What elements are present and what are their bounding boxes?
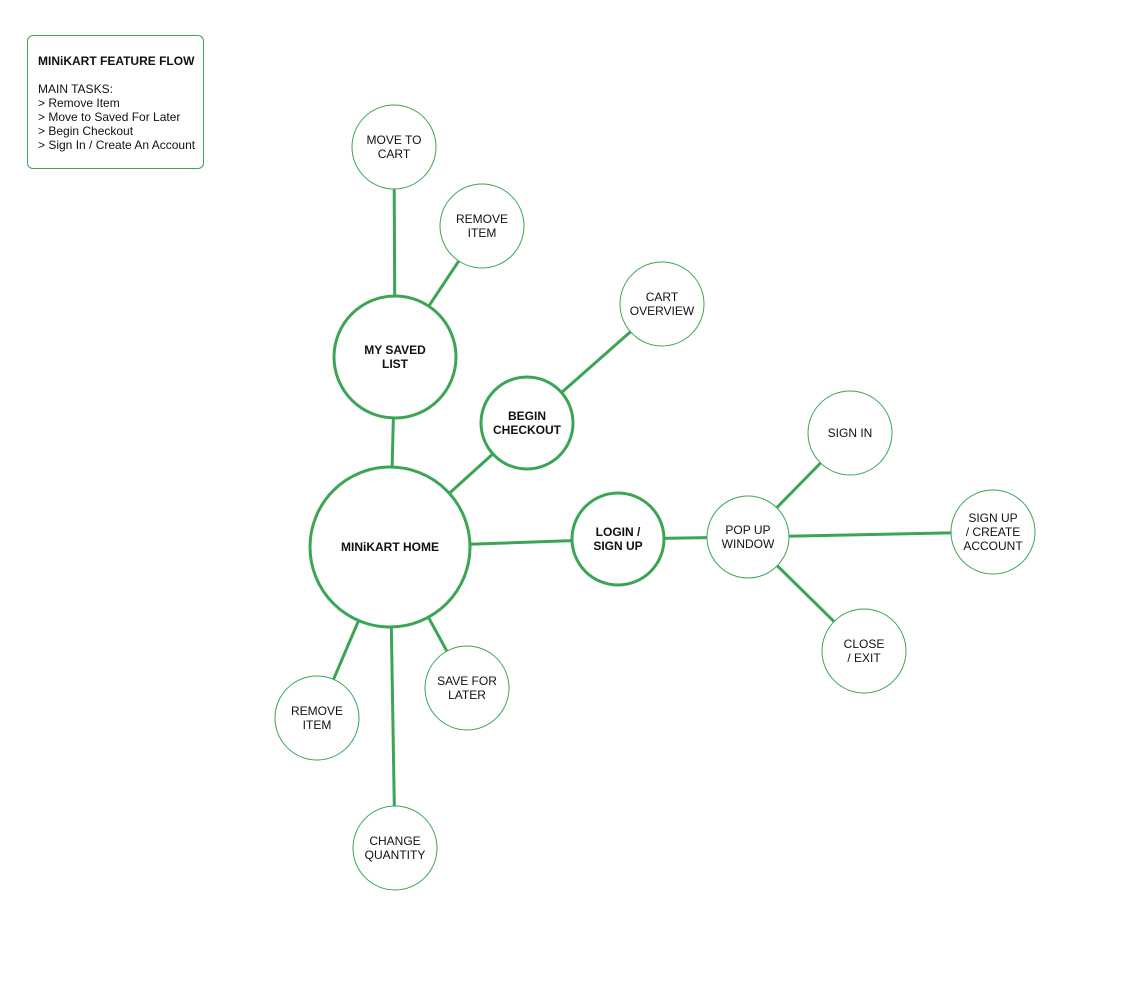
node-label: ITEM (303, 718, 332, 732)
node-label: CART (646, 290, 679, 304)
node-label: MINiKART HOME (341, 540, 439, 554)
node-circle (479, 375, 575, 471)
node-circle (706, 495, 790, 579)
legend-box: MINiKART FEATURE FLOW MAIN TASKS: > Remo… (27, 35, 204, 169)
legend-subtitle: MAIN TASKS: (38, 82, 113, 96)
node-label: BEGIN (508, 409, 546, 423)
node-circle (570, 491, 666, 587)
node-circle (274, 675, 360, 761)
node-label: CHECKOUT (493, 423, 562, 437)
node-label: LATER (448, 688, 486, 702)
node-home: MINiKART HOME (308, 465, 472, 629)
node-label: QUANTITY (365, 848, 426, 862)
node-label: LIST (382, 357, 409, 371)
node-label: SIGN UP (968, 511, 1017, 525)
node-circle (351, 104, 437, 190)
node-label: / CREATE (966, 525, 1020, 539)
node-label: ITEM (468, 226, 497, 240)
legend-item-begin-checkout: > Begin Checkout (38, 124, 134, 138)
legend-item-remove-item: > Remove Item (38, 96, 120, 110)
node-circle (439, 183, 525, 269)
node-label: CART (378, 147, 411, 161)
node-circle (821, 608, 907, 694)
node-circle (807, 390, 893, 476)
node-label: REMOVE (456, 212, 508, 226)
node-label: WINDOW (722, 537, 775, 551)
node-circle (950, 489, 1036, 575)
node-circle (619, 261, 705, 347)
node-label: POP UP (725, 523, 770, 537)
node-label: SIGN UP (593, 539, 642, 553)
node-label: / EXIT (847, 651, 881, 665)
node-label: SAVE FOR (437, 674, 497, 688)
node-label: CLOSE (844, 637, 885, 651)
node-label: MOVE TO (367, 133, 422, 147)
node-close-exit: CLOSE/ EXIT (821, 608, 907, 694)
node-label: SIGN IN (828, 426, 873, 440)
legend-title: MINiKART FEATURE FLOW (38, 54, 195, 68)
node-sign-in: SIGN IN (807, 390, 893, 476)
node-label: OVERVIEW (630, 304, 695, 318)
node-circle (424, 645, 510, 731)
node-label: LOGIN / (596, 525, 641, 539)
node-label: ACCOUNT (963, 539, 1023, 553)
node-circle (352, 805, 438, 891)
node-label: MY SAVED (364, 343, 426, 357)
node-label: REMOVE (291, 704, 343, 718)
legend-item-sign-in-create-account: > Sign In / Create An Account (38, 138, 196, 152)
node-label: CHANGE (369, 834, 420, 848)
node-circle (332, 294, 458, 420)
node-circle (308, 465, 472, 629)
node-login: LOGIN /SIGN UP (570, 491, 666, 587)
legend-item-move-to-saved: > Move to Saved For Later (38, 110, 181, 124)
